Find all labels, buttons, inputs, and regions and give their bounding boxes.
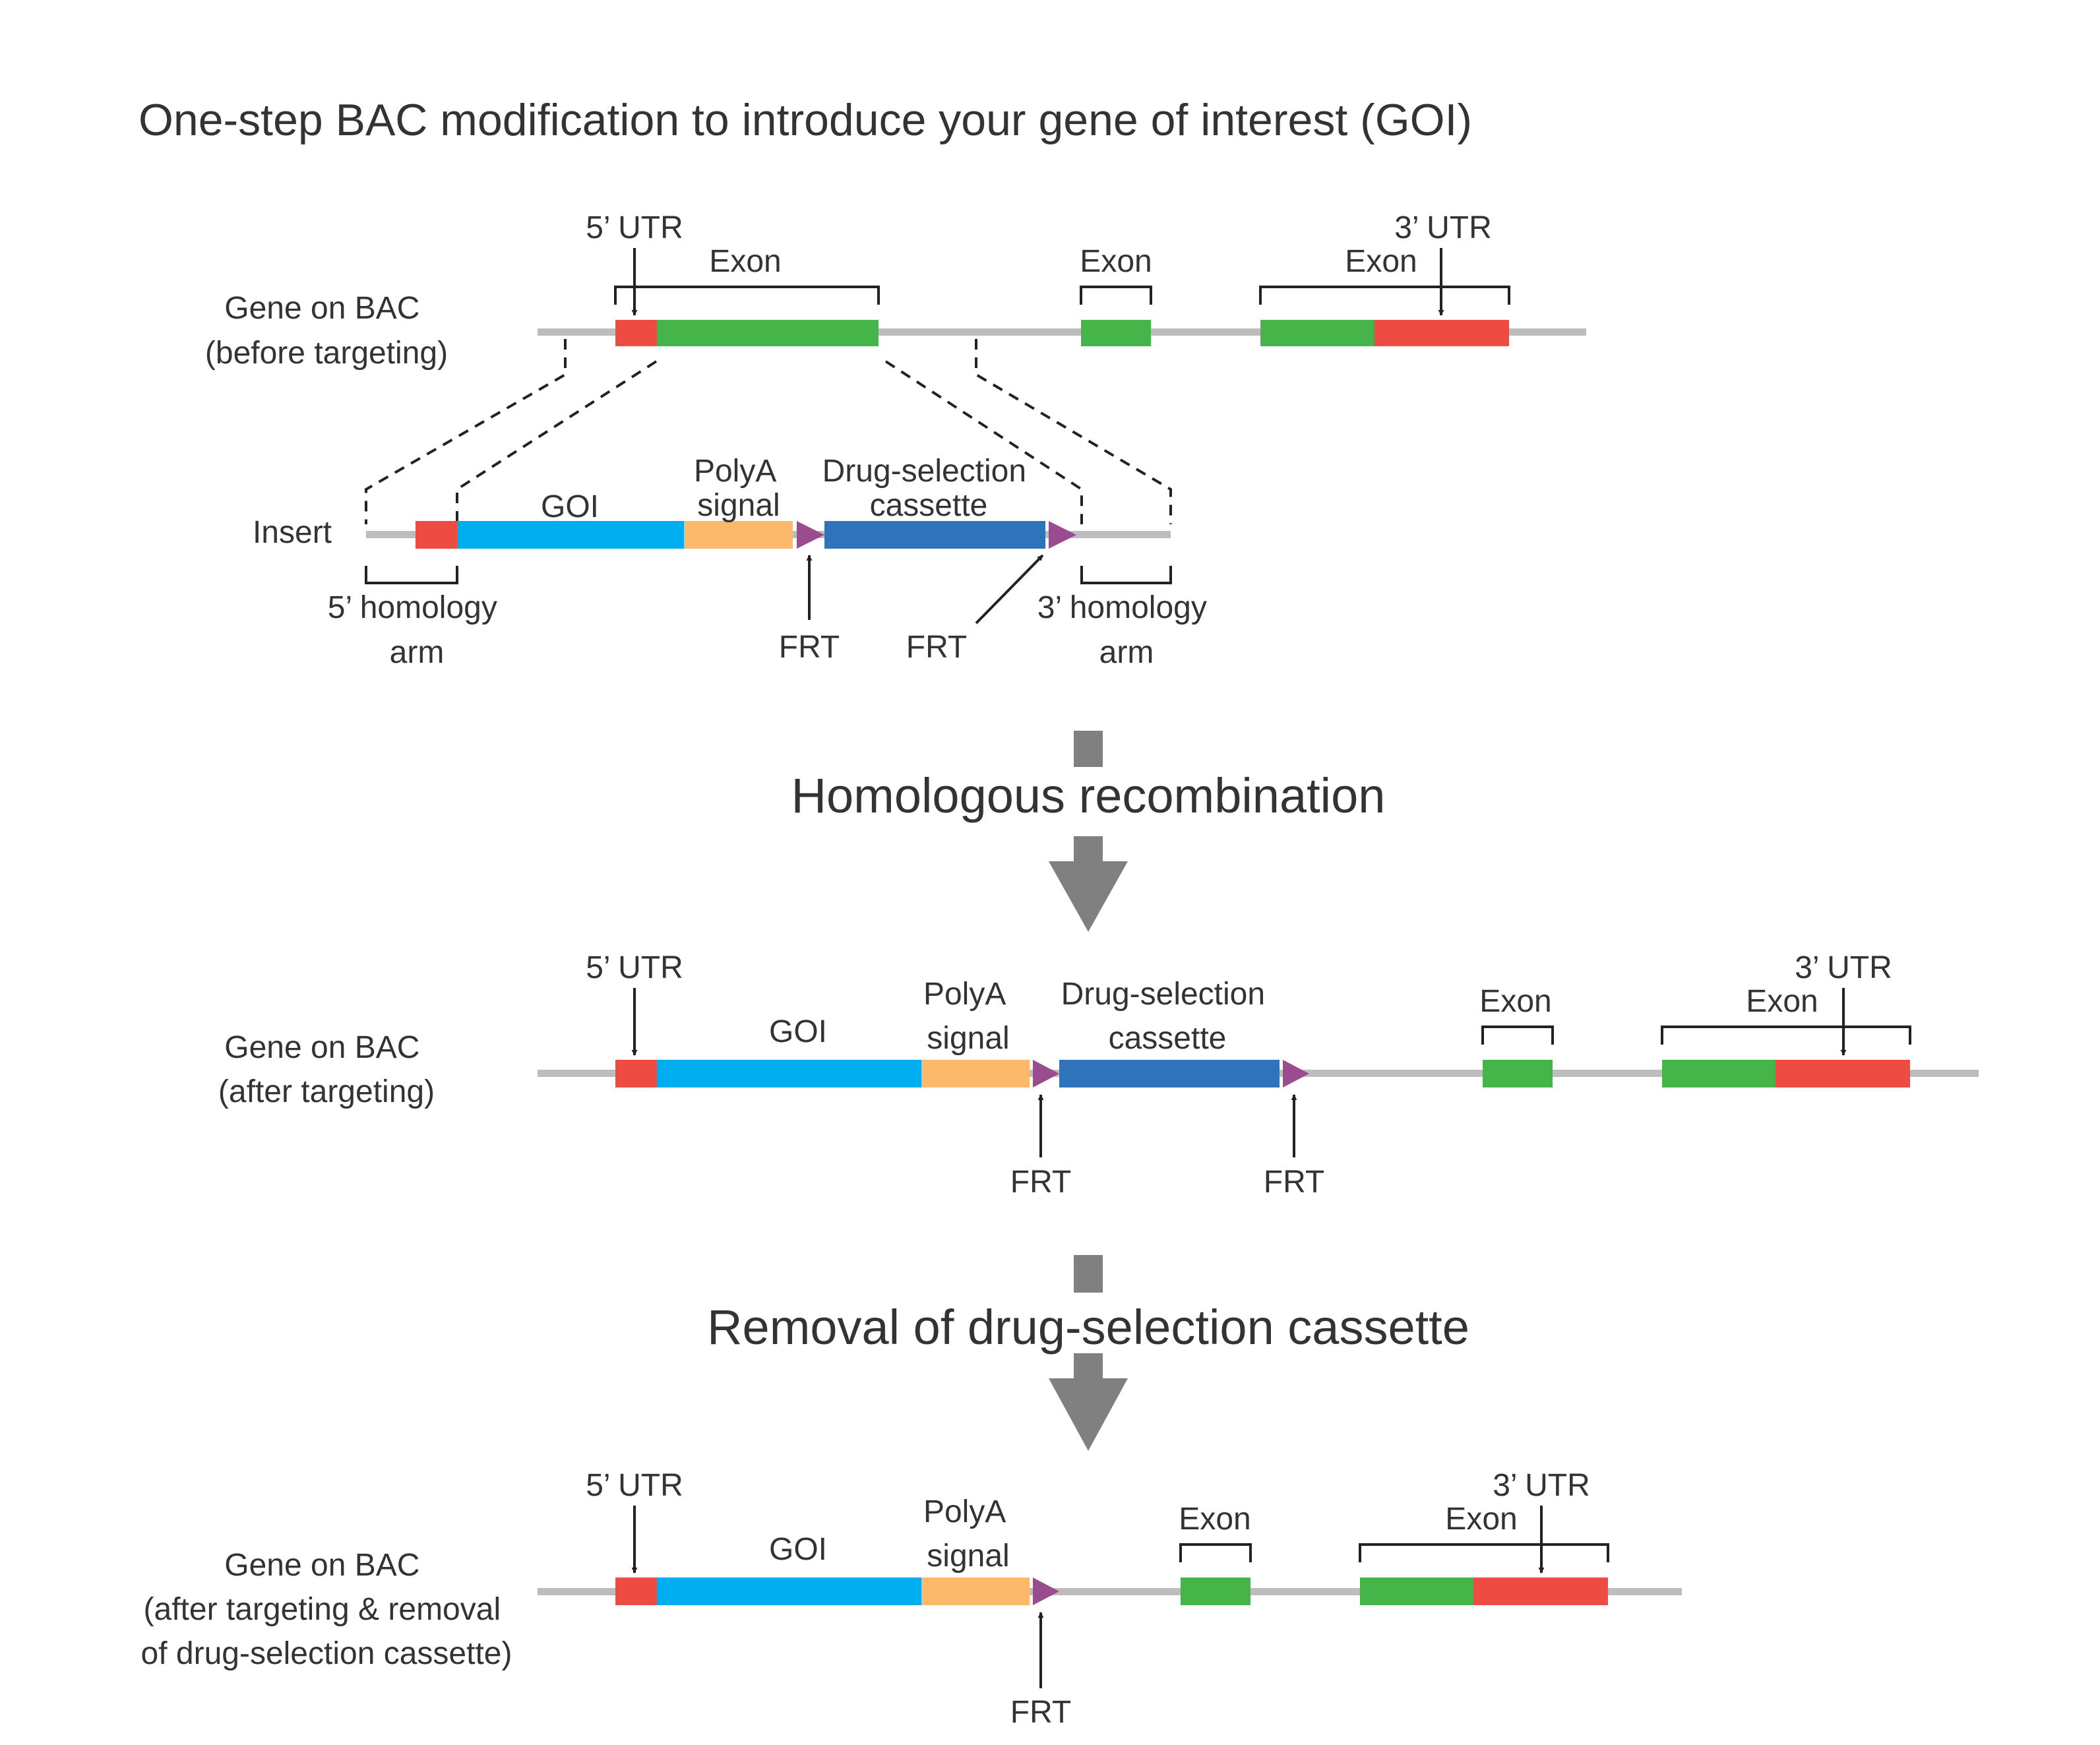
exon1-bracket-before bbox=[614, 286, 880, 305]
frt-right-label-after: FRT bbox=[1264, 1165, 1324, 1200]
exon3-bracket-after bbox=[1661, 1026, 1911, 1045]
row-insert: Insert GOI PolyA signal Drug-selection c… bbox=[253, 454, 1216, 670]
process-step-2: Removal of drug-selection cassette bbox=[707, 1255, 1469, 1451]
exon1-segment-before bbox=[657, 320, 879, 346]
exon3-bracket-before bbox=[1259, 286, 1510, 305]
dashed-line-3-inner bbox=[884, 360, 1083, 524]
exon2-label-after: Exon bbox=[1479, 984, 1551, 1019]
step2-arrow-stem-top bbox=[1074, 1255, 1103, 1293]
polya-label-final: PolyA signal bbox=[923, 1494, 1013, 1574]
row-label-final: Gene on BAC (after targeting & removal o… bbox=[141, 1548, 512, 1671]
utr5-segment-before bbox=[615, 320, 657, 346]
utr3-label-final: 3’ UTR bbox=[1493, 1468, 1590, 1503]
utr3-label-before: 3’ UTR bbox=[1394, 210, 1492, 245]
utr5-segment-insert bbox=[416, 521, 457, 549]
frt-left-label-insert: FRT bbox=[779, 630, 840, 665]
step1-arrow-stem-top bbox=[1074, 731, 1103, 767]
row-label-insert: Insert bbox=[253, 515, 332, 550]
exon3-bracket-final bbox=[1359, 1543, 1609, 1562]
goi-label-final: GOI bbox=[769, 1532, 827, 1567]
exon2-bracket-final bbox=[1179, 1543, 1252, 1562]
exon3-label-after: Exon bbox=[1746, 984, 1818, 1019]
process-step-1: Homologous recombination bbox=[791, 731, 1386, 932]
utr3-label-after: 3’ UTR bbox=[1795, 950, 1892, 985]
dashed-line-5-inner bbox=[456, 360, 658, 524]
utr3-segment-before bbox=[1374, 320, 1509, 346]
step2-arrow-head bbox=[1049, 1378, 1128, 1451]
frt-final bbox=[1033, 1577, 1059, 1605]
exon2-label-before: Exon bbox=[1080, 244, 1152, 279]
drug-cassette-label-after: Drug-selection cassette bbox=[1061, 977, 1274, 1056]
goi-segment-final bbox=[657, 1577, 921, 1605]
exon2-segment-after bbox=[1483, 1060, 1553, 1087]
frt-left-after bbox=[1033, 1060, 1059, 1087]
goi-segment-after bbox=[657, 1060, 921, 1087]
dashed-line-5-outer bbox=[365, 339, 567, 524]
diagram-title: One-step BAC modification to introduce y… bbox=[139, 95, 1472, 145]
drug-cassette-label-insert: Drug-selection cassette bbox=[822, 454, 1035, 523]
homology-projection-lines bbox=[365, 339, 1172, 524]
polya-segment-final bbox=[921, 1577, 1030, 1605]
frt-right-after bbox=[1283, 1060, 1309, 1087]
utr5-segment-after bbox=[615, 1060, 657, 1087]
utr5-segment-final bbox=[615, 1577, 657, 1605]
exon2-segment-before bbox=[1081, 320, 1151, 346]
polya-label-after: PolyA signal bbox=[923, 977, 1013, 1056]
row-after-removal: Gene on BAC (after targeting & removal o… bbox=[141, 1468, 1682, 1730]
utr5-label-before: 5’ UTR bbox=[586, 210, 683, 245]
frt-right-pointer-insert bbox=[975, 554, 1044, 625]
step2-arrow-stem-bottom bbox=[1074, 1353, 1103, 1378]
exon3-label-final: Exon bbox=[1445, 1502, 1517, 1537]
exon2-label-final: Exon bbox=[1179, 1502, 1251, 1537]
frt-left-label-after: FRT bbox=[1010, 1165, 1071, 1200]
utr3-segment-after bbox=[1776, 1060, 1910, 1087]
utr5-label-after: 5’ UTR bbox=[586, 950, 683, 985]
arm5-bracket-insert bbox=[365, 566, 458, 584]
polya-segment-insert bbox=[684, 521, 793, 549]
frt-label-final: FRT bbox=[1010, 1695, 1071, 1730]
arm3-bracket-insert bbox=[1080, 566, 1172, 584]
exon1-label-before: Exon bbox=[709, 244, 781, 279]
exon3-segment-before bbox=[1260, 320, 1374, 346]
step1-arrow-head bbox=[1049, 861, 1128, 932]
goi-label-insert: GOI bbox=[541, 489, 599, 524]
frt-left-insert bbox=[797, 521, 824, 549]
backbone-before bbox=[538, 328, 1586, 336]
frt-right-insert bbox=[1049, 521, 1076, 549]
row-before-targeting: Gene on BAC (before targeting) 5’ UTR Ex… bbox=[205, 210, 1586, 371]
exon2-bracket-before bbox=[1080, 286, 1152, 305]
exon3-segment-final bbox=[1360, 1577, 1473, 1605]
dashed-line-3-outer bbox=[975, 339, 1172, 524]
drug-cassette-segment-after bbox=[1059, 1060, 1280, 1087]
exon3-segment-after bbox=[1662, 1060, 1776, 1087]
exon3-label-before: Exon bbox=[1345, 244, 1417, 279]
frt-right-label-insert: FRT bbox=[906, 630, 967, 665]
arm3-label-insert: 3’ homology arm bbox=[1037, 590, 1216, 670]
polya-segment-after bbox=[921, 1060, 1030, 1087]
drug-cassette-segment-insert bbox=[824, 521, 1045, 549]
step1-label: Homologous recombination bbox=[791, 768, 1386, 823]
step1-arrow-stem-bottom bbox=[1074, 836, 1103, 861]
utr3-segment-final bbox=[1473, 1577, 1608, 1605]
utr5-label-final: 5’ UTR bbox=[586, 1468, 683, 1503]
goi-label-after: GOI bbox=[769, 1014, 827, 1049]
row-after-targeting: Gene on BAC (after targeting) 5’ UTR GOI… bbox=[218, 950, 1979, 1200]
backbone-final bbox=[538, 1588, 1682, 1595]
row-label-before: Gene on BAC (before targeting) bbox=[205, 291, 448, 371]
polya-label-insert: PolyA signal bbox=[694, 454, 784, 523]
exon2-bracket-after bbox=[1481, 1026, 1554, 1045]
exon2-segment-final bbox=[1181, 1577, 1251, 1605]
goi-segment-insert bbox=[457, 521, 684, 549]
arm5-label-insert: 5’ homology arm bbox=[328, 590, 506, 670]
step2-label: Removal of drug-selection cassette bbox=[707, 1300, 1469, 1355]
row-label-after: Gene on BAC (after targeting) bbox=[218, 1030, 435, 1109]
